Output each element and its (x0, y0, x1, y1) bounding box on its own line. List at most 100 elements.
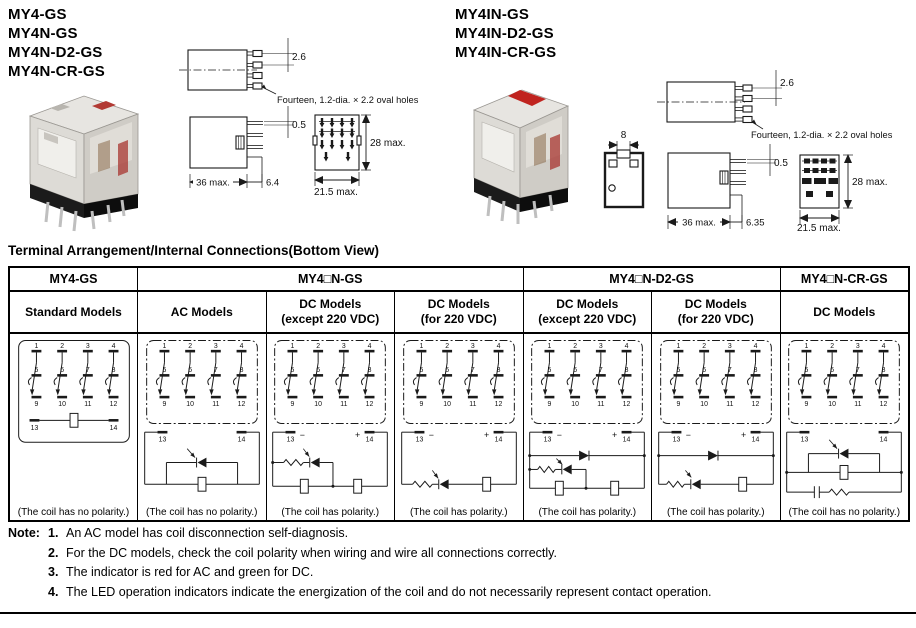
svg-text:7: 7 (728, 367, 732, 374)
model-name: MY4N-GS (8, 25, 78, 42)
svg-text:11: 11 (855, 401, 862, 408)
svg-text:12: 12 (623, 401, 631, 408)
group-header-my4n-cr-gs: MY4□N-CR-GS (779, 266, 910, 292)
page-divider (0, 612, 916, 614)
dim-label: 21.5 max. (314, 187, 358, 198)
note-item: 4. The LED operation indicators indicate… (48, 584, 712, 599)
svg-text:6: 6 (188, 367, 192, 374)
note-item: Note: 1. An AC model has coil disconnect… (8, 524, 908, 544)
dimension-drawing-right: 2.6 Fourteen, 1.2-dia. × 2.2 oval holes … (603, 70, 893, 234)
svg-text:3: 3 (85, 343, 89, 350)
svg-text:13: 13 (544, 437, 552, 444)
svg-text:12: 12 (366, 401, 374, 408)
svg-text:−: − (429, 430, 434, 440)
coil-polarity-note: (The coil has no polarity.) (788, 507, 901, 518)
svg-text:9: 9 (676, 401, 680, 408)
svg-text:10: 10 (829, 401, 837, 408)
svg-text:10: 10 (572, 401, 580, 408)
product-models-right: MY4IN-GS MY4IN-D2-GS MY4IN-CR-GS (455, 5, 556, 62)
svg-text:10: 10 (700, 401, 708, 408)
svg-text:8: 8 (496, 367, 500, 374)
svg-text:14: 14 (623, 437, 631, 444)
svg-text:5: 5 (548, 367, 552, 374)
svg-text:8: 8 (239, 367, 243, 374)
svg-text:14: 14 (109, 425, 117, 432)
dimension-drawing-left: 2.6 Fourteen, 1.2-dia. × 2.2 oval holes … (179, 38, 419, 198)
svg-text:13: 13 (801, 437, 809, 444)
model-name: MY4N-D2-GS (8, 44, 103, 61)
svg-text:14: 14 (494, 437, 502, 444)
coil-polarity-note: (The coil has polarity.) (281, 507, 380, 518)
svg-text:3: 3 (214, 343, 218, 350)
dim-label: 2.6 (292, 52, 306, 63)
dim-label: 28 max. (370, 138, 406, 149)
svg-text:13: 13 (672, 437, 680, 444)
svg-text:+: + (612, 430, 617, 440)
note-label: Note: (8, 526, 40, 540)
svg-text:5: 5 (676, 367, 680, 374)
svg-text:1: 1 (34, 343, 38, 350)
bottom-view-pins (319, 118, 355, 162)
svg-text:9: 9 (162, 401, 166, 408)
model-header: DC Models(for 220 VDC) (394, 290, 524, 334)
model-header: AC Models (137, 290, 267, 334)
svg-text:1: 1 (548, 343, 552, 350)
svg-text:5: 5 (34, 367, 38, 374)
model-header: DC Models(except 220 VDC) (522, 290, 653, 334)
bottom-view-pads (802, 158, 838, 197)
svg-text:9: 9 (419, 401, 423, 408)
svg-text:3: 3 (728, 343, 732, 350)
svg-text:10: 10 (186, 401, 194, 408)
svg-text:4: 4 (625, 343, 629, 350)
svg-text:14: 14 (751, 437, 759, 444)
svg-text:−: − (686, 430, 691, 440)
svg-text:2: 2 (188, 343, 192, 350)
svg-text:9: 9 (805, 401, 809, 408)
svg-text:1: 1 (805, 343, 809, 350)
svg-text:2: 2 (702, 343, 706, 350)
dim-label: 0.5 (292, 120, 306, 131)
svg-text:4: 4 (496, 343, 500, 350)
svg-text:8: 8 (625, 367, 629, 374)
model-header: DC Models (779, 290, 910, 334)
svg-text:6: 6 (60, 367, 64, 374)
product-models-left: MY4-GS MY4N-GS MY4N-D2-GS MY4N-CR-GS (8, 5, 105, 81)
svg-text:11: 11 (726, 401, 733, 408)
note-item: 3. The indicator is red for AC and green… (48, 565, 314, 579)
group-header-my4-gs: MY4-GS (8, 266, 138, 292)
dim-label: 28 max. (852, 177, 888, 188)
svg-text:11: 11 (598, 401, 605, 408)
svg-text:7: 7 (599, 367, 603, 374)
svg-text:10: 10 (443, 401, 451, 408)
note-item: 2. For the DC models, check the coil pol… (48, 545, 557, 560)
svg-text:5: 5 (419, 367, 423, 374)
svg-text:10: 10 (315, 401, 323, 408)
svg-text:13: 13 (287, 437, 295, 444)
svg-text:7: 7 (471, 367, 475, 374)
svg-text:9: 9 (34, 401, 38, 408)
svg-text:1: 1 (291, 343, 295, 350)
svg-text:+: + (741, 430, 746, 440)
svg-text:1: 1 (162, 343, 166, 350)
svg-text:4: 4 (368, 343, 372, 350)
dim-label: 36 max. (196, 178, 230, 189)
svg-text:7: 7 (85, 367, 89, 374)
svg-text:1: 1 (676, 343, 680, 350)
svg-text:12: 12 (494, 401, 502, 408)
svg-text:12: 12 (751, 401, 759, 408)
svg-text:6: 6 (316, 367, 320, 374)
svg-text:12: 12 (237, 401, 245, 408)
relay-photo-left (28, 95, 140, 232)
svg-text:8: 8 (111, 367, 115, 374)
